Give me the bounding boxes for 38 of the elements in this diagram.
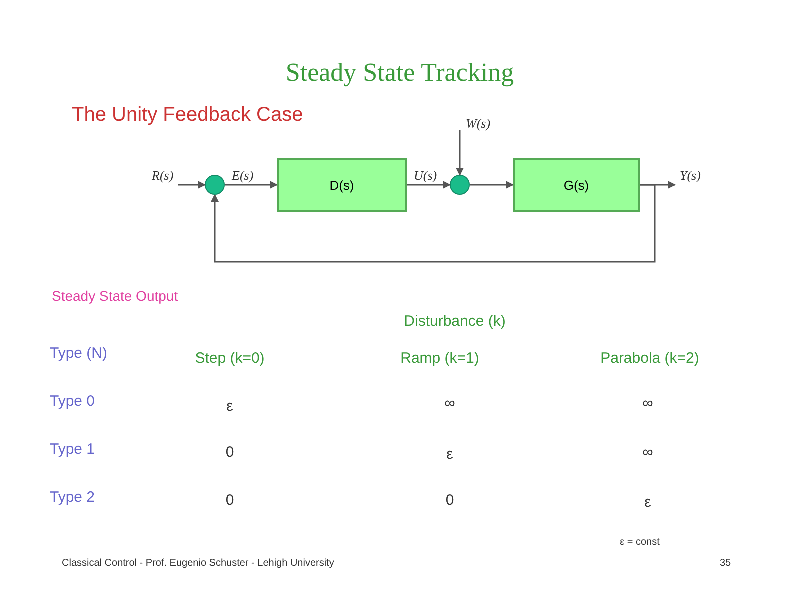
arrow xyxy=(456,130,464,176)
table-value: ε xyxy=(644,494,652,511)
page-number: 35 xyxy=(720,558,732,569)
summing-junction xyxy=(205,175,225,195)
column-header: Ramp (k=1) xyxy=(400,350,480,367)
arrow xyxy=(178,181,206,189)
table-value: ∞ xyxy=(642,444,654,461)
summing-junction xyxy=(450,175,470,195)
signal-label: W(s) xyxy=(466,116,491,132)
table-value: 0 xyxy=(446,492,454,509)
column-header: Parabola (k=2) xyxy=(600,350,700,367)
arrow xyxy=(470,181,514,189)
signal-label: U(s) xyxy=(414,168,438,184)
column-header: Step (k=0) xyxy=(195,350,265,367)
subtitle: The Unity Feedback Case xyxy=(72,104,304,127)
table-value: ∞ xyxy=(444,395,456,412)
footer-text: Classical Control - Prof. Eugenio Schuster - Lehigh University xyxy=(62,558,334,569)
row-header: Type 1 xyxy=(50,441,96,458)
column-group-heading: Disturbance (k) xyxy=(404,313,506,330)
section-heading: Steady State Output xyxy=(52,288,178,304)
row-header: Type (N) xyxy=(50,345,108,362)
signal-label: Y(s) xyxy=(680,168,701,184)
table-value: ∞ xyxy=(642,395,654,412)
slide-title: Steady State Tracking xyxy=(286,58,514,88)
block-box: G(s) xyxy=(513,158,640,212)
table-value: 0 xyxy=(226,444,234,461)
signal-label: R(s) xyxy=(152,168,174,184)
table-value: ε xyxy=(226,398,234,415)
signal-label: E(s) xyxy=(232,168,254,184)
footnote: ε = const xyxy=(620,537,660,548)
arrow xyxy=(225,181,278,189)
row-header: Type 0 xyxy=(50,393,96,410)
arrow xyxy=(211,184,656,263)
table-value: 0 xyxy=(226,492,234,509)
arrow xyxy=(407,181,451,189)
table-value: ε xyxy=(446,446,454,463)
row-header: Type 2 xyxy=(50,489,96,506)
block-box: D(s) xyxy=(277,158,407,212)
